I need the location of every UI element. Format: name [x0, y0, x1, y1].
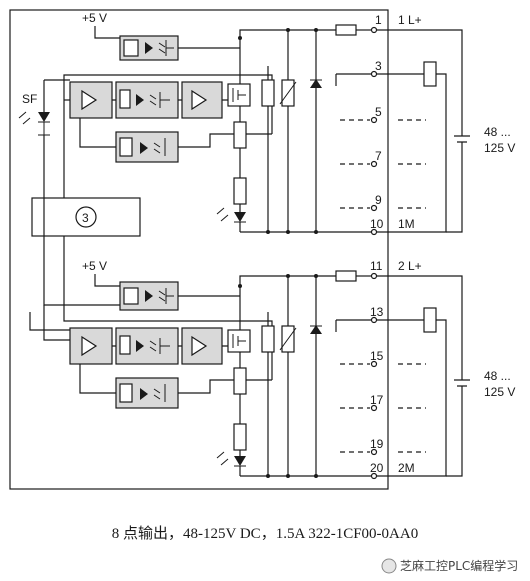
- block-number: 3: [82, 211, 89, 225]
- resistor-1c: [233, 177, 247, 205]
- channel-led-2: [234, 456, 246, 466]
- feedback-optocoupler-1: [115, 131, 179, 163]
- terminal-11: 11: [370, 259, 383, 273]
- output-group-2: +5 V: [29, 259, 515, 480]
- terminal-3: 3: [375, 59, 382, 73]
- watermark: 芝麻工控PLC编程学习: [381, 558, 518, 574]
- voltage-label-2a: 48 ...: [484, 369, 511, 383]
- module-outline: [9, 9, 389, 490]
- common-label-1: 1M: [398, 217, 415, 231]
- sf-label: SF: [22, 92, 37, 106]
- sf-led-icon: [38, 112, 50, 122]
- amplifier-box-2a: [69, 327, 113, 365]
- channel-led-1: [234, 212, 246, 222]
- diode-1: [310, 79, 322, 88]
- resistor-1a: [261, 79, 275, 107]
- output-group-1: +5 V SF: [18, 11, 515, 236]
- resistor-1b: [233, 121, 247, 149]
- figure-caption: 8 点输出，48-125V DC，1.5A 322-1CF00-0AA0: [112, 525, 418, 542]
- voltage-label-2b: 125 V: [484, 385, 515, 399]
- resistor-2c: [233, 423, 247, 451]
- terminal-7: 7: [375, 149, 382, 163]
- load-2: [423, 307, 437, 333]
- resistor-2a: [261, 325, 275, 353]
- terminal-1: 1: [375, 13, 382, 27]
- watermark-text: 芝麻工控PLC编程学习: [400, 558, 518, 573]
- common-label-2: 2M: [398, 461, 415, 475]
- fuse-1: [335, 24, 357, 36]
- voltage-label-1b: 125 V: [484, 141, 515, 155]
- block-number-circle: [75, 206, 97, 228]
- supply-label-1: 1 L+: [398, 13, 422, 27]
- battery-2: [454, 379, 470, 387]
- terminal-15: 15: [370, 349, 384, 363]
- load-1: [423, 61, 437, 87]
- vcc-label-top: +5 V: [82, 11, 107, 25]
- fuse-2: [335, 270, 357, 282]
- terminal-19: 19: [370, 437, 384, 451]
- vcc-label-bottom: +5 V: [82, 259, 107, 273]
- terminal-9: 9: [375, 193, 382, 207]
- wechat-logo-icon: [381, 558, 397, 574]
- terminal-17: 17: [370, 393, 384, 407]
- diode-2: [310, 325, 322, 334]
- terminal-13: 13: [370, 305, 384, 319]
- terminal-5: 5: [375, 105, 382, 119]
- battery-1: [454, 135, 470, 143]
- voltage-label-1a: 48 ...: [484, 125, 511, 139]
- resistor-2b: [233, 367, 247, 395]
- supply-label-2: 2 L+: [398, 259, 422, 273]
- terminal-20: 20: [370, 461, 384, 475]
- terminal-10: 10: [370, 217, 384, 231]
